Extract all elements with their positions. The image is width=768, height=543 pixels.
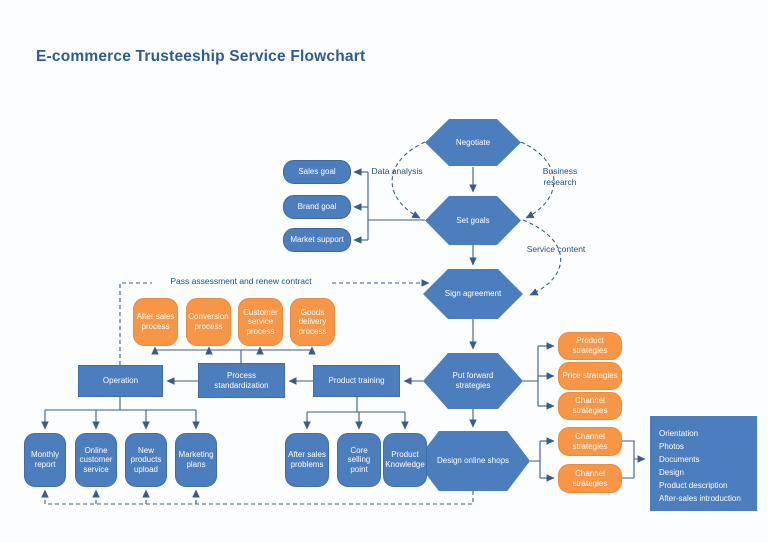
flow-node-product-training: Product training <box>313 365 400 397</box>
flow-node-monthly-report-label: Monthly report <box>30 450 59 469</box>
flow-node-channel-strategies-2: Channel strategies <box>558 427 622 456</box>
flow-node-set-goals-label: Set goals <box>456 215 490 225</box>
flow-node-put-forward-strategies-label: Put forward strategies <box>452 371 494 390</box>
flow-node-sales-goal-label: Sales goal <box>298 167 336 177</box>
connector-channels-detailbox <box>622 440 645 479</box>
connector-setgoals-goals-trunk <box>367 172 425 240</box>
flow-node-new-products-upload-label: New products upload <box>130 445 162 474</box>
flow-node-online-customer-service: Online customer service <box>75 433 117 487</box>
edge-label-service-content: Service content <box>526 244 586 254</box>
flow-node-sign-agreement: Sign agreement <box>423 269 523 319</box>
flow-node-core-selling-point-label: Core selling point <box>347 445 371 474</box>
connector-training-trunk <box>307 397 405 413</box>
flow-node-channel-strategies-2-label: Channel strategies <box>572 431 608 451</box>
connector-operation-trunk <box>45 397 196 411</box>
flow-node-customer-service-process: Customer service process <box>238 298 283 346</box>
flow-node-after-sales-problems: After sales problems <box>285 433 329 487</box>
flow-node-core-selling-point: Core selling point <box>337 433 381 487</box>
flow-node-product-training-label: Product training <box>328 376 385 386</box>
connector-bottom-loop-dashed <box>45 491 474 505</box>
flow-node-online-customer-service-label: Online customer service <box>79 445 113 474</box>
flow-node-after-sales-process: After sales process <box>133 298 178 346</box>
flow-node-marketing-plans-label: Marketing plans <box>178 450 214 469</box>
flow-node-operation: Operation <box>78 365 163 397</box>
shop-detail-item: Orientation <box>659 429 699 438</box>
flow-node-goods-delivery-process: Goods delivery process <box>290 298 335 346</box>
flow-node-new-products-upload: New products upload <box>125 433 167 487</box>
flow-node-product-strategies-label: Product strategies <box>572 336 608 355</box>
shop-detail-item: Product description <box>659 481 728 490</box>
shop-details-box: Orientation Photos Documents Design Prod… <box>650 416 757 511</box>
flow-node-brand-goal: Brand goal <box>283 195 351 219</box>
flow-node-channel-strategies-3: Channel strategies <box>558 464 622 493</box>
flow-node-conversion-process: Conversion process <box>186 298 231 346</box>
flow-node-design-online-shops-label: Design online shops <box>436 456 510 466</box>
edge-label-data-analysis: Data analysis <box>371 166 423 176</box>
connector-service-content-curve <box>522 219 562 296</box>
flow-node-channel-strategies-1: Channel strategies <box>558 392 622 420</box>
flow-node-set-goals: Set goals <box>425 196 521 245</box>
flow-node-brand-goal-label: Brand goal <box>297 202 337 212</box>
flow-node-marketing-plans: Marketing plans <box>175 433 217 487</box>
flow-node-after-sales-process-label: After sales process <box>136 312 175 331</box>
shop-detail-item: Documents <box>659 455 700 464</box>
flow-node-product-knowledge-label: Product Knowledge <box>385 450 425 469</box>
connector-channelboxes-trunk <box>530 441 541 478</box>
shop-detail-item: After-sales introduction <box>659 494 741 503</box>
flow-node-sign-agreement-label: Sign agreement <box>444 289 502 299</box>
shop-detail-item: Photos <box>659 442 684 451</box>
flow-node-product-strategies: Product strategies <box>558 332 622 360</box>
flow-node-process-standardization-label: Process standardization <box>214 370 269 390</box>
flow-node-sales-goal: Sales goal <box>283 160 351 184</box>
flow-node-market-support-label: Market support <box>290 235 344 245</box>
flow-node-customer-service-process-label: Customer service process <box>243 307 278 336</box>
flow-node-price-strategies-label: Price strategies <box>562 371 618 381</box>
flow-node-product-knowledge: Product Knowledge <box>383 433 427 487</box>
flow-node-market-support: Market support <box>283 228 351 252</box>
flow-node-process-standardization: Process standardization <box>198 363 285 398</box>
flow-node-channel-strategies-1-label: Channel strategies <box>572 396 608 415</box>
connector-business-research-curve <box>520 141 555 219</box>
shop-detail-item: Design <box>659 468 684 477</box>
flow-node-channel-strategies-3-label: Channel strategies <box>572 468 608 488</box>
flow-node-price-strategies: Price strategies <box>558 362 622 390</box>
edge-label-pass-assessment: Pass assessment and renew contract <box>152 276 330 287</box>
flow-node-monthly-report: Monthly report <box>24 433 66 487</box>
flow-node-goods-delivery-process-label: Goods delivery process <box>298 307 327 336</box>
connector-processes-trunk <box>155 349 312 363</box>
page-title: E-commerce Trusteeship Service Flowchart <box>36 48 366 65</box>
flow-node-design-online-shops: Design online shops <box>416 431 530 491</box>
connector-data-analysis-curve <box>391 141 426 219</box>
flow-node-negotiate-label: Negotiate <box>455 137 491 147</box>
edge-label-business-research: Business research <box>542 166 578 187</box>
flow-node-operation-label: Operation <box>102 376 139 386</box>
flow-node-after-sales-problems-label: After sales problems <box>288 450 326 469</box>
connector-strategyboxes-trunk <box>521 346 539 406</box>
flow-node-conversion-process-label: Conversion process <box>188 312 229 331</box>
